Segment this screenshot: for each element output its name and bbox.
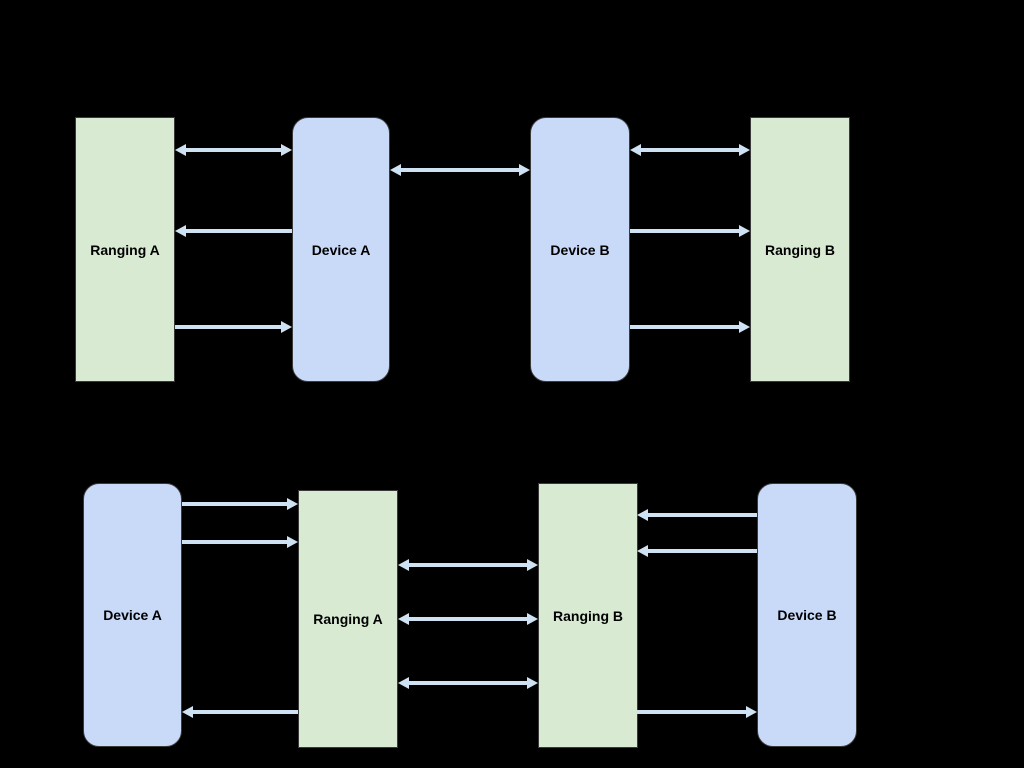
node-device-a-top: Device A (292, 117, 390, 382)
arrow-ranging-a-to-device-a-top (175, 321, 292, 333)
arrowhead-right-icon (281, 144, 292, 156)
arrow-shaft (182, 540, 289, 544)
arrowhead-left-icon (398, 613, 409, 625)
arrow-shaft (407, 681, 529, 685)
arrow-shaft (184, 148, 283, 152)
arrow-shaft (630, 325, 741, 329)
arrow-shaft (407, 563, 529, 567)
node-label-device-a-bottom: Device A (103, 607, 162, 623)
arrow-shaft (182, 502, 289, 506)
arrowhead-left-icon (637, 509, 648, 521)
arrow-ranging-a-to-device-a-bottom (182, 706, 298, 718)
arrowhead-left-icon (175, 144, 186, 156)
arrowhead-left-icon (182, 706, 193, 718)
arrow-shaft (630, 229, 741, 233)
arrow-shaft (399, 168, 521, 172)
arrow-ranging-a-to-ranging-b-bottom (398, 677, 538, 689)
arrowhead-right-icon (746, 706, 757, 718)
arrowhead-left-icon (175, 225, 186, 237)
arrow-device-a-to-ranging-a-bottom (182, 536, 298, 548)
node-device-b-top: Device B (530, 117, 630, 382)
node-device-a-bottom: Device A (83, 483, 182, 747)
arrow-shaft (637, 710, 748, 714)
arrow-shaft (639, 148, 741, 152)
node-label-device-a-top: Device A (311, 241, 371, 258)
arrowhead-right-icon (287, 536, 298, 548)
node-ranging-b-top: Ranging B (750, 117, 850, 382)
arrow-device-a-to-device-b-top (390, 164, 530, 176)
arrow-shaft (646, 513, 757, 517)
arrowhead-right-icon (527, 559, 538, 571)
arrowhead-right-icon (527, 677, 538, 689)
arrowhead-right-icon (287, 498, 298, 510)
arrow-shaft (646, 549, 757, 553)
arrowhead-left-icon (637, 545, 648, 557)
node-ranging-a-bottom: Ranging A (298, 490, 398, 748)
node-ranging-b-bottom: Ranging B (538, 483, 638, 748)
arrow-device-b-to-ranging-b-bottom (637, 509, 757, 521)
arrowhead-right-icon (527, 613, 538, 625)
arrow-ranging-b-to-device-b-bottom (637, 706, 757, 718)
node-device-b-bottom: Device B (757, 483, 857, 747)
arrow-device-b-to-ranging-b-bottom (637, 545, 757, 557)
node-ranging-a-top: Ranging A (75, 117, 175, 382)
node-label-ranging-a-bottom: Ranging A (313, 611, 383, 627)
arrowhead-left-icon (398, 677, 409, 689)
arrowhead-left-icon (398, 559, 409, 571)
node-label-ranging-b-top: Ranging B (765, 241, 835, 258)
arrow-ranging-a-to-ranging-b-bottom (398, 559, 538, 571)
node-label-ranging-b-bottom: Ranging B (553, 607, 623, 624)
arrow-device-b-to-ranging-b-top (630, 321, 750, 333)
node-label-device-b-bottom: Device B (777, 607, 837, 623)
arrow-shaft (175, 325, 283, 329)
arrow-device-a-to-ranging-a-top (175, 225, 292, 237)
node-label-ranging-a-top: Ranging A (90, 241, 160, 258)
arrow-ranging-a-to-ranging-b-bottom (398, 613, 538, 625)
arrowhead-right-icon (281, 321, 292, 333)
arrowhead-right-icon (519, 164, 530, 176)
arrow-ranging-a-to-device-a-top (175, 144, 292, 156)
arrow-shaft (407, 617, 529, 621)
arrowhead-left-icon (630, 144, 641, 156)
arrow-shaft (191, 710, 298, 714)
arrowhead-right-icon (739, 225, 750, 237)
arrow-device-a-to-ranging-a-bottom (182, 498, 298, 510)
arrowhead-left-icon (390, 164, 401, 176)
arrow-device-b-to-ranging-b-top (630, 144, 750, 156)
node-label-device-b-top: Device B (550, 241, 610, 258)
arrow-shaft (184, 229, 292, 233)
arrow-device-b-to-ranging-b-top (630, 225, 750, 237)
arrowhead-right-icon (739, 144, 750, 156)
arrowhead-right-icon (739, 321, 750, 333)
